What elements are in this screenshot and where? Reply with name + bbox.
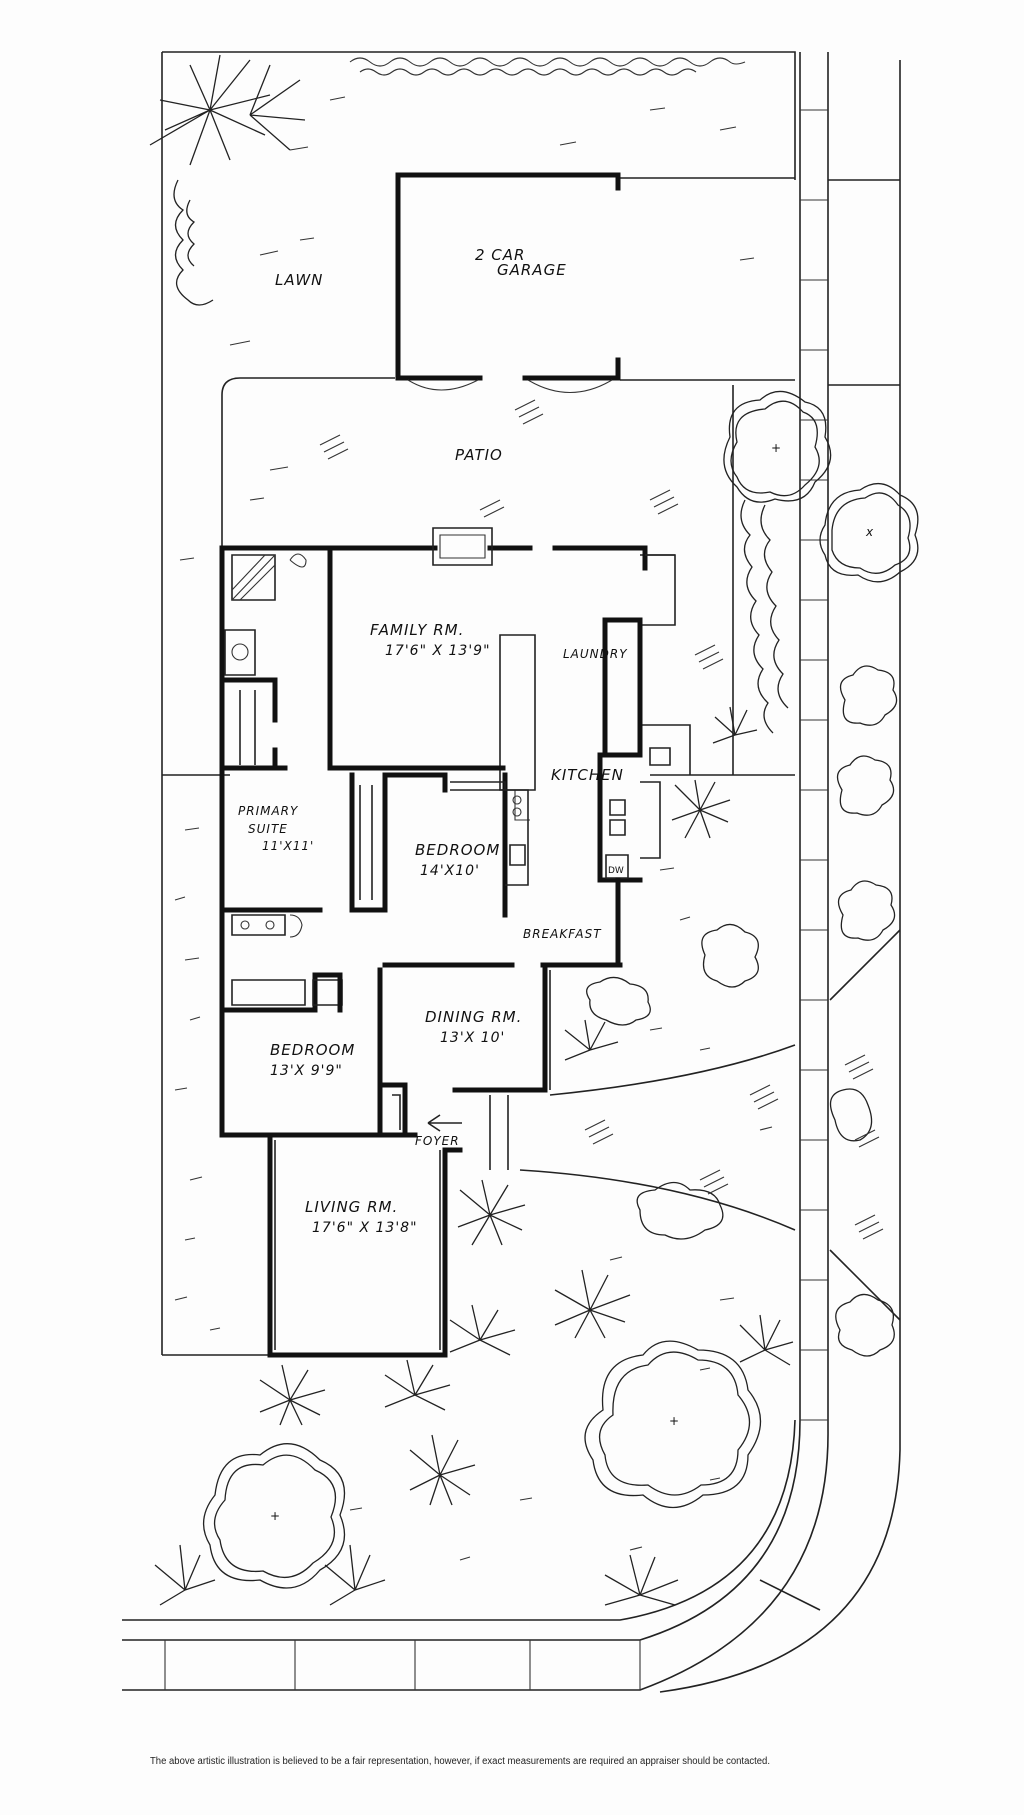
bedroom-1-dims: 14'X10' <box>420 863 480 879</box>
lawn-texture <box>174 96 773 1561</box>
spiky-plant-10 <box>154 1544 216 1606</box>
living-room-dims: 17'6" X 13'8" <box>312 1220 418 1236</box>
spiky-plant-4 <box>449 1304 516 1356</box>
spiky-plant-9 <box>604 1554 679 1606</box>
spiky-plant-6 <box>384 1359 451 1411</box>
primary-suite-label-line1: PRIMARY <box>238 804 299 818</box>
bedroom-2-dims: 13'X 9'9" <box>270 1063 343 1079</box>
spiky-plant-1 <box>671 779 731 839</box>
property-boundary <box>161 51 796 1356</box>
primary-suite-dims: 11'X11' <box>262 839 314 853</box>
svg-text:+: + <box>771 441 782 455</box>
house-walls <box>219 527 675 1358</box>
bedroom-1-label: BEDROOM <box>415 841 500 859</box>
bedroom-2-label: BEDROOM <box>270 1041 355 1059</box>
tree-top-right: + <box>723 390 832 503</box>
primary-suite-label-line2: SUITE <box>248 822 288 836</box>
laundry-label: LAUNDRY <box>563 647 628 661</box>
lawn-label: LAWN <box>275 271 323 289</box>
spiky-plant-11 <box>324 1544 386 1606</box>
dining-room-label: DINING RM. <box>425 1008 522 1026</box>
svg-text:+: + <box>669 1414 680 1428</box>
trees: + x + + <box>203 390 919 1589</box>
disclaimer-text: The above artistic illustration is belie… <box>150 1756 770 1767</box>
foyer-label: FOYER <box>415 1134 460 1148</box>
spiky-plant-13 <box>712 706 758 744</box>
garage <box>395 172 621 394</box>
paver-marks <box>319 399 884 1240</box>
spiky-plant-3 <box>554 1269 631 1339</box>
spiky-plant-12 <box>564 1019 619 1061</box>
breakfast-label: BREAKFAST <box>523 927 602 941</box>
driveway-patio <box>122 177 796 1621</box>
room-labels: 2 CAR GARAGE LAWN PATIO FAMILY RM. 17'6"… <box>238 246 628 1236</box>
spiky-plant-5 <box>259 1364 326 1426</box>
living-room-label: LIVING RM. <box>305 1198 398 1216</box>
palm-top-left <box>149 54 306 166</box>
family-room-label: FAMILY RM. <box>370 621 464 639</box>
spiky-plant-7 <box>409 1434 476 1506</box>
spiky-plant-2 <box>457 1179 526 1246</box>
patio-label: PATIO <box>455 446 503 464</box>
garage-label-line1: 2 CAR <box>475 246 525 264</box>
shrubs <box>149 54 898 1606</box>
svg-text:+: + <box>270 1509 281 1523</box>
sidewalk-right <box>122 52 901 1693</box>
family-room-dims: 17'6" X 13'9" <box>385 643 491 659</box>
kitchen-label: KITCHEN <box>551 766 624 784</box>
spiky-plant-8 <box>739 1314 794 1366</box>
dishwasher-label: DW <box>608 866 624 876</box>
tree-front-left: + <box>203 1442 346 1589</box>
tree-front-center: + <box>584 1340 761 1508</box>
tree-right-street: x <box>819 483 919 583</box>
svg-text:x: x <box>865 525 874 539</box>
dining-room-dims: 13'X 10' <box>440 1030 505 1046</box>
garage-label-line2: GARAGE <box>497 261 567 279</box>
